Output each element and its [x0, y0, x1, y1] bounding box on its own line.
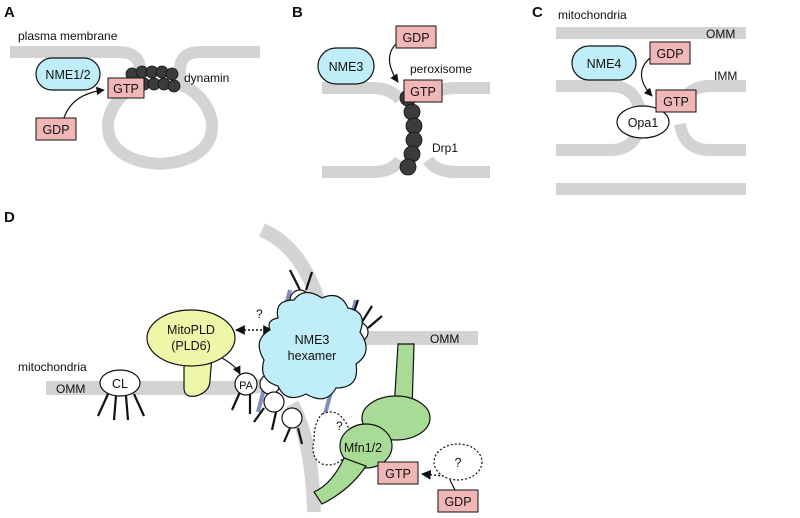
lipid-tails	[253, 269, 383, 445]
mfn1-2	[313, 343, 431, 505]
nme3-label-b: NME3	[329, 60, 364, 74]
pa-tails	[230, 391, 252, 414]
unknown-interaction-top: ?	[256, 307, 263, 321]
gdp-box-c	[649, 41, 691, 65]
gdp-box-a	[35, 117, 77, 141]
nme4-blob	[571, 45, 637, 81]
pld6-label: (PLD6)	[171, 339, 211, 353]
nme3-hexamer	[258, 291, 367, 400]
dynamin-label: dynamin	[184, 71, 229, 85]
cl-label: CL	[112, 377, 128, 391]
gdp-label-c: GDP	[656, 47, 683, 61]
pa-label: PA	[239, 380, 254, 392]
panel-b-letter: B	[292, 4, 303, 21]
peroxisome-label: peroxisome	[410, 62, 472, 76]
gdp-label-d: GDP	[444, 495, 471, 509]
plasma-membrane-label: plasma membrane	[18, 29, 118, 43]
panel-a-letter: A	[4, 4, 15, 21]
omm-label-c: OMM	[706, 27, 735, 41]
pa-head	[234, 372, 258, 396]
gdp-box-d	[437, 489, 479, 513]
unknown-interaction-right: ?	[455, 456, 462, 470]
gdp-box-b	[395, 25, 437, 49]
omm-curve-top-d	[259, 223, 325, 303]
nme1-2-blob	[35, 57, 101, 91]
panel-c: C mitochondria OMM IMM Opa1 NME4 GDP GTP	[532, 4, 746, 195]
unknown-interaction-middle: ?	[336, 419, 343, 433]
nme3-hexamer-label-2: hexamer	[288, 349, 337, 363]
mitopld-label: MitoPLD	[167, 323, 215, 337]
peroxisome-membrane-bottom	[322, 156, 490, 178]
gdp-label-a: GDP	[42, 123, 69, 137]
gtp-label-b: GTP	[410, 85, 436, 99]
panel-c-letter: C	[532, 4, 543, 21]
imm-label-c: IMM	[714, 69, 737, 83]
phosphorylation-arrow-a	[63, 86, 105, 119]
mitopld-body	[146, 309, 236, 367]
gtp-box-d	[377, 461, 419, 485]
mfn1-2-label: Mfn1/2	[344, 441, 382, 455]
omm-left-label: OMM	[56, 382, 85, 396]
nme4-label: NME4	[587, 57, 622, 71]
omm-right-label: OMM	[430, 332, 459, 346]
cardiolipin-tails	[96, 393, 146, 421]
phosphorylation-arrow-b	[388, 43, 399, 83]
unknown-kinase-right	[433, 443, 483, 481]
panel-a: A plasma membrane dynamin NME1/2 GTP GDP	[4, 4, 260, 171]
nme3-blob-b	[317, 47, 375, 85]
nme3-hexamer-label-1: NME3	[295, 333, 330, 347]
pld-to-pa-arrow	[221, 357, 241, 375]
drp1-label: Drp1	[432, 141, 458, 155]
gdp-label-b: GDP	[402, 31, 429, 45]
mitochondria-label-d: mitochondria	[18, 360, 87, 374]
panel-d: D mitochondria OMM OMM CL MitoPLD (PLD6)…	[4, 209, 483, 513]
mitochondria-label-c: mitochondria	[558, 8, 627, 22]
gtp-label-d: GTP	[385, 467, 411, 481]
panel-b: B peroxisome Drp1 NME3 GDP GTP	[292, 4, 490, 178]
gtp-box-a	[107, 77, 145, 99]
cardiolipin-head	[99, 369, 141, 397]
opa1-label: Opa1	[628, 116, 659, 130]
drp1-chain	[399, 89, 423, 176]
gtp-label-c: GTP	[663, 95, 689, 109]
opa1-blob	[616, 105, 670, 139]
endocytic-vesicle	[102, 78, 218, 171]
gtp-box-b	[403, 79, 443, 103]
phosphorylation-arrow-c	[640, 57, 653, 97]
gtp-label-a: GTP	[113, 82, 139, 96]
panel-d-letter: D	[4, 209, 15, 226]
nme1-2-label: NME1/2	[45, 68, 90, 82]
gtp-box-c	[655, 89, 697, 113]
